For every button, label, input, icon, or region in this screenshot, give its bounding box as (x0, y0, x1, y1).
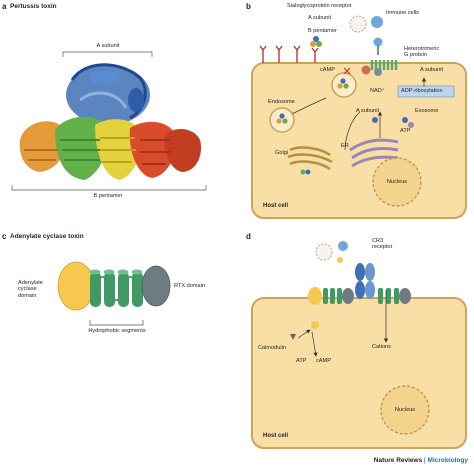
inhibition-mark (343, 67, 351, 75)
journal-credit: Nature Reviews | Microbiology (374, 457, 468, 464)
nad-label: NAD⁺ (370, 88, 385, 94)
nucleus-d-label: Nucleus (394, 407, 416, 413)
b-pentamer-b-label: B pentamer (308, 28, 337, 34)
nucleus-b-label: Nucleus (386, 179, 408, 185)
panel-d-letter: d (246, 232, 251, 241)
journal-section: Microbiology (427, 457, 468, 464)
a-subunit-label: A subunit (96, 43, 120, 49)
host-cell-d (251, 297, 467, 449)
sialoglycoprotein-receptor-label: Sialoglycoprotein receptor (287, 3, 352, 9)
rtx-domain-label: RTX domain (174, 283, 205, 289)
nucleus-b (372, 157, 422, 207)
g-protein (361, 60, 398, 76)
exosome-label: Exosome (415, 108, 439, 114)
nucleus-d (380, 385, 430, 435)
heterotrimeric-g-protein-label: Heterotrimeric G protein (404, 46, 440, 59)
immune-cell-orange (349, 15, 367, 33)
cr3-receptor-shape (355, 263, 375, 299)
calmodulin-label: Calmodulin (258, 345, 286, 351)
endosome-label: Endosome (268, 99, 295, 105)
adenylate-cyclase-domain-label: Adenylate cyclase domain (18, 280, 43, 299)
host-cell-d-label: Host cell (263, 433, 289, 439)
immune-cell-blue (371, 16, 383, 28)
journal-separator: | (424, 457, 426, 464)
panel-a-title: Pertussis toxin (10, 3, 57, 10)
golgi-label: Golgi (275, 150, 289, 156)
a-subunit-mid-label: A subunit (356, 108, 380, 114)
panel-c-title: Adenylate cyclase toxin (10, 233, 84, 240)
hydrophobic-segments-label: Hydrophobic segments (88, 328, 146, 334)
panel-d-artwork (251, 241, 467, 449)
a-subunit-right-label: A subunit (420, 67, 444, 73)
acd-domain-shape (57, 261, 95, 311)
cr3-receptor-label: CR3 receptor (372, 238, 393, 251)
journal-name: Nature Reviews (373, 457, 423, 464)
a-subunit-bracket (62, 51, 153, 57)
atp-d-label: ATP (296, 358, 307, 364)
pertussis-toxin-structure (11, 51, 207, 191)
a-subunit-top-label: A subunit (308, 15, 332, 21)
endosome (269, 107, 295, 133)
b-pentamer-label: B pentamer (93, 193, 123, 199)
camp-d-label: cAMP (316, 358, 331, 364)
immune-cells-label: Immune cells (386, 10, 419, 16)
host-cell-b-label: Host cell (263, 203, 289, 209)
er-label: ER (341, 143, 349, 149)
panel-a-letter: a (2, 2, 7, 11)
hydrophobic-segment-shapes (89, 269, 143, 307)
golgi (287, 146, 333, 171)
rtx-domain-shape (141, 265, 171, 307)
cations-label: Cations (372, 344, 391, 350)
camp-b-label: cAMP (320, 67, 335, 73)
adp-ribosylation-box (397, 85, 455, 98)
adp-ribosylation-label: ADP-ribosylation (401, 88, 443, 94)
b-pentamer-bracket (11, 185, 207, 191)
b-pentamer-ribbon (19, 116, 202, 180)
panel-c-artwork (57, 261, 171, 326)
panel-b-letter: b (246, 2, 251, 11)
panel-b-artwork (251, 15, 467, 219)
a-subunit-ribbon (66, 63, 150, 125)
panel-c-letter: c (2, 232, 7, 241)
atp-b-label: ATP (400, 128, 411, 134)
endoplasmic-reticulum (349, 138, 399, 168)
